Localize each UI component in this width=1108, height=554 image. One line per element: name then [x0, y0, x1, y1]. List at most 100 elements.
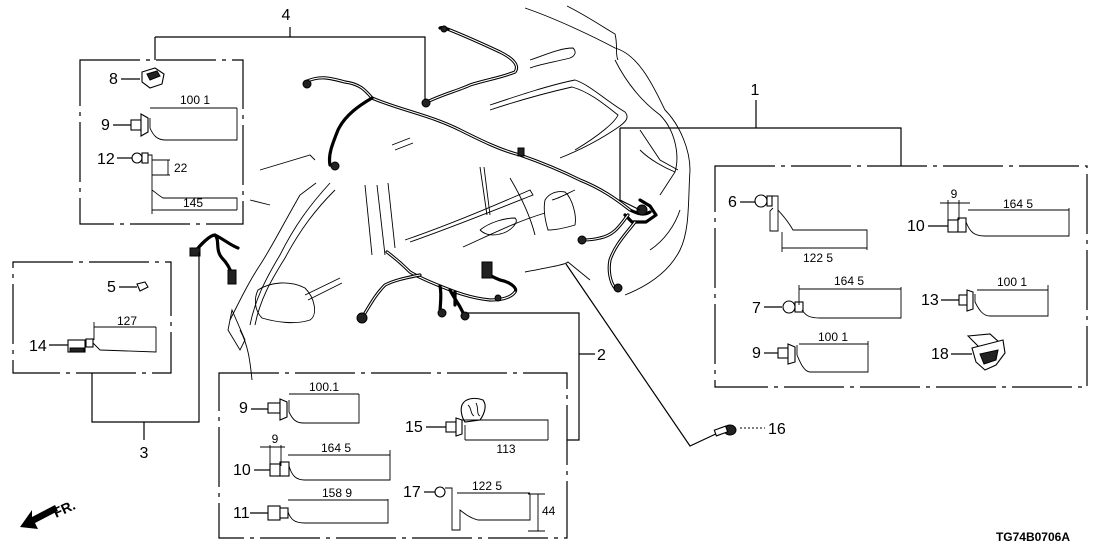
- connector: [460, 311, 470, 321]
- part-8-label: 8: [109, 71, 118, 88]
- clip-icon: [777, 343, 796, 365]
- part-11-b2: 11 158 9: [233, 486, 389, 524]
- arrow-left-icon: [20, 505, 58, 529]
- clip-icon: [966, 333, 1006, 371]
- part-15-label: 15: [405, 419, 423, 436]
- part-15-dim: 113: [496, 442, 515, 456]
- vehicle-body-outline: [227, 5, 691, 381]
- part-9-dim: 100.1: [309, 380, 339, 394]
- connector-icon: [67, 338, 94, 353]
- front-label: FR.: [51, 497, 78, 521]
- clip-icon: [782, 300, 804, 314]
- part-6-label: 6: [728, 194, 737, 211]
- part-7-b1: 7 164 5: [752, 274, 902, 319]
- group-3-bracket: 3: [91, 252, 200, 462]
- part-9-label: 9: [239, 400, 248, 417]
- clip-icon: [141, 67, 165, 89]
- part-10-b1: 10 9 164 5: [907, 187, 1070, 237]
- connector: [421, 98, 431, 108]
- box-group-3: 5 14 127: [12, 261, 172, 374]
- clip-icon: [754, 194, 773, 208]
- clip-icon: [267, 398, 288, 421]
- part-8: 8: [109, 67, 165, 89]
- part-12-label: 12: [97, 151, 115, 168]
- part-12-dim-vertical: 22: [174, 161, 188, 175]
- part-18-label: 18: [931, 346, 949, 363]
- diagram-code: TG74B0706A: [996, 530, 1070, 544]
- connector: [577, 235, 587, 245]
- rear-door-harness: [356, 250, 518, 324]
- group-2-bracket: 2: [466, 312, 606, 441]
- box-group-2: 9 100.1 10 9 164 5 11: [218, 372, 568, 539]
- part-5-label: 5: [107, 279, 116, 296]
- clip-icon: [130, 113, 149, 137]
- part-9-b1: 9 100 1: [752, 330, 869, 373]
- part-11-label: 11: [233, 505, 250, 522]
- group-2-label: 2: [597, 347, 606, 364]
- front-door-harness: [189, 233, 240, 285]
- part-17-dim-vertical: 44: [542, 504, 556, 518]
- part-10-dim-small: 9: [951, 187, 958, 201]
- box-group-4: 8 9 100 1 12: [79, 59, 244, 225]
- connector: [494, 294, 502, 302]
- part-10-dim-small: 9: [272, 432, 279, 446]
- connector: [636, 204, 648, 216]
- connector: [481, 261, 493, 279]
- part-16-label: 16: [768, 421, 786, 438]
- connector-icon: [267, 505, 289, 521]
- part-9-dim: 100 1: [818, 330, 848, 344]
- nut-clip-icon: [269, 461, 290, 477]
- connector: [356, 312, 368, 324]
- nut-clip-icon: [947, 217, 967, 233]
- part-5: 5: [107, 279, 149, 296]
- connector: [189, 247, 201, 257]
- clip-icon: [445, 397, 486, 437]
- part-9: 9 100 1: [101, 93, 238, 141]
- part-15-b2: 15 113: [405, 397, 549, 456]
- part-13-dim: 100 1: [997, 275, 1027, 289]
- connector: [440, 25, 448, 33]
- clip-icon: [434, 486, 446, 498]
- part-10-b2: 10 9 164 5: [233, 432, 391, 481]
- part-13-label: 13: [921, 292, 939, 309]
- group-3-label: 3: [140, 445, 149, 462]
- part-6-b1: 6 122 5: [728, 194, 868, 265]
- connector: [437, 308, 447, 318]
- tailgate-harness: [577, 198, 658, 293]
- group-1-label: 1: [751, 82, 760, 99]
- part-16-leader: 16: [565, 263, 786, 447]
- part-10-dim: 164 5: [321, 441, 351, 455]
- clip-icon: [958, 289, 974, 312]
- part-10-dim: 164 5: [1003, 197, 1033, 211]
- roof-harness: [302, 25, 652, 216]
- connector: [302, 79, 312, 89]
- connector: [613, 283, 623, 293]
- group-4-label: 4: [282, 7, 291, 24]
- part-11-dim: 158 9: [322, 486, 352, 500]
- part-9-dim: 100 1: [180, 93, 210, 107]
- part-13-b1: 13 100 1: [921, 275, 1049, 317]
- part-14-dim: 127: [117, 314, 137, 328]
- part-7-dim: 164 5: [834, 274, 864, 288]
- group-4-bracket: 4: [154, 7, 426, 100]
- front-direction-indicator: FR.: [20, 497, 78, 529]
- screw-icon: [136, 281, 149, 292]
- bolt-icon: [713, 424, 737, 437]
- part-12: 12 22 145: [97, 151, 238, 214]
- box-group-1: 6 122 5 10 9 164 5 7: [714, 165, 1088, 388]
- part-18-b1: 18: [931, 333, 1006, 371]
- group-1-bracket: 1: [619, 82, 902, 211]
- part-17-b2: 17 122 5 44: [403, 479, 556, 532]
- part-10-label: 10: [907, 218, 925, 235]
- part-14: 14 127: [29, 314, 157, 355]
- part-14-label: 14: [29, 338, 47, 355]
- connector: [517, 147, 525, 157]
- part-6-dim: 122 5: [803, 251, 833, 265]
- connector: [330, 161, 340, 171]
- connector: [227, 269, 237, 285]
- clip-icon: [131, 152, 149, 164]
- part-7-label: 7: [752, 300, 761, 317]
- part-9-label: 9: [101, 117, 110, 134]
- part-12-dim: 145: [183, 196, 203, 210]
